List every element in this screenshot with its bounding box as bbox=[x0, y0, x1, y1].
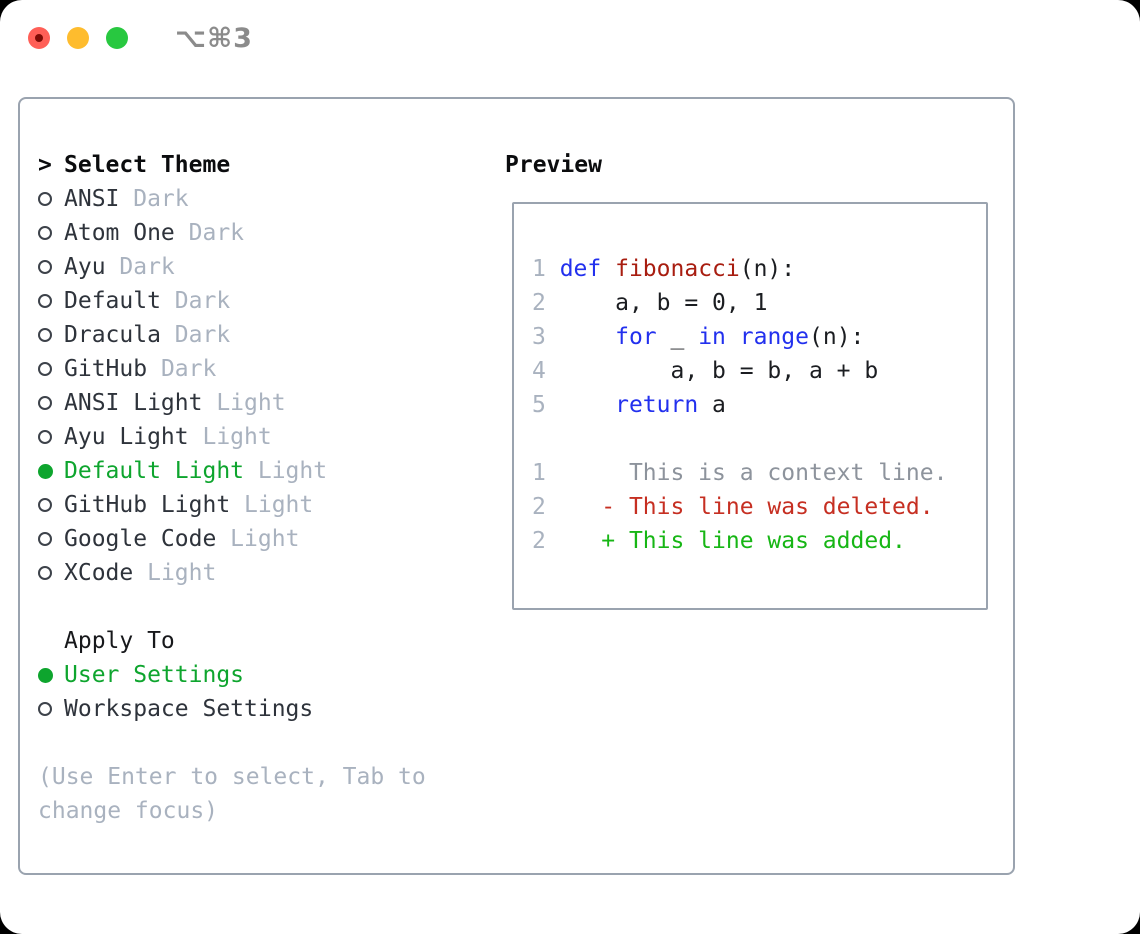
minimize-button[interactable] bbox=[67, 27, 89, 49]
theme-list-item[interactable]: Ayu Dark bbox=[38, 250, 488, 284]
theme-name: Ayu Light bbox=[64, 424, 189, 450]
theme-list-item[interactable]: Ayu Light Light bbox=[38, 420, 488, 454]
apply-to-option[interactable]: Workspace Settings bbox=[38, 692, 488, 726]
titlebar: ⌥⌘3 bbox=[0, 0, 1140, 76]
theme-list-item[interactable]: Dracula Dark bbox=[38, 318, 488, 352]
apply-to-option-label: Workspace Settings bbox=[64, 696, 314, 722]
apply-to-title: Apply To bbox=[64, 628, 175, 654]
preview-title: Preview bbox=[505, 152, 602, 178]
theme-list: ANSI Dark Atom One Dark Ayu Dark Default… bbox=[38, 182, 488, 590]
theme-name: ANSI bbox=[64, 186, 120, 212]
unsaved-dot-icon bbox=[35, 34, 43, 42]
theme-name: Dracula bbox=[64, 322, 161, 348]
theme-variant: Dark bbox=[105, 254, 175, 280]
theme-variant: Light bbox=[244, 458, 328, 484]
theme-list-item[interactable]: Default Light Light bbox=[38, 454, 488, 488]
theme-selector-panel: > Select Theme ANSI Dark Atom One Dark A… bbox=[18, 97, 1015, 875]
theme-list-column: > Select Theme ANSI Dark Atom One Dark A… bbox=[38, 148, 488, 828]
radio-icon bbox=[38, 667, 53, 683]
theme-name: XCode bbox=[64, 560, 134, 586]
theme-variant: Light bbox=[202, 390, 286, 416]
theme-name: GitHub bbox=[64, 356, 148, 382]
theme-name: ANSI Light bbox=[64, 390, 203, 416]
radio-icon bbox=[38, 566, 52, 580]
apply-to-option[interactable]: User Settings bbox=[38, 658, 488, 692]
radio-icon bbox=[38, 226, 52, 240]
zoom-button[interactable] bbox=[106, 27, 128, 49]
close-button[interactable] bbox=[28, 27, 50, 49]
code-line: 5 return a bbox=[532, 392, 726, 418]
help-text: (Use Enter to select, Tab to change focus… bbox=[38, 760, 488, 828]
code-line: 2 a, b = 0, 1 bbox=[532, 290, 768, 316]
radio-icon bbox=[38, 463, 53, 479]
theme-list-item[interactable]: GitHub Light Light bbox=[38, 488, 488, 522]
theme-list-item[interactable]: ANSI Light Light bbox=[38, 386, 488, 420]
preview-code-box: 1 def fibonacci(n): 2 a, b = 0, 1 3 for _ … bbox=[512, 202, 988, 610]
radio-icon bbox=[38, 532, 52, 546]
radio-icon bbox=[38, 498, 52, 512]
radio-icon bbox=[38, 362, 52, 376]
radio-icon bbox=[38, 328, 52, 342]
radio-icon bbox=[38, 430, 52, 444]
theme-name: Ayu bbox=[64, 254, 106, 280]
theme-list-item[interactable]: GitHub Dark bbox=[38, 352, 488, 386]
theme-list-item[interactable]: Atom One Dark bbox=[38, 216, 488, 250]
theme-variant: Light bbox=[133, 560, 217, 586]
select-theme-title: Select Theme bbox=[64, 152, 231, 178]
theme-name: Google Code bbox=[64, 526, 217, 552]
theme-variant: Light bbox=[230, 492, 314, 518]
theme-name: Atom One bbox=[64, 220, 175, 246]
help-text-line: (Use Enter to select, Tab to bbox=[38, 764, 426, 790]
theme-variant: Dark bbox=[147, 356, 217, 382]
theme-variant: Dark bbox=[174, 220, 245, 246]
theme-list-item[interactable]: Google Code Light bbox=[38, 522, 488, 556]
code-line: 1 def fibonacci(n): bbox=[532, 256, 796, 282]
radio-icon bbox=[38, 702, 52, 716]
apply-to-list: User Settings Workspace Settings bbox=[38, 658, 488, 726]
apply-to-option-label: User Settings bbox=[64, 662, 245, 688]
window-title-shortcut: ⌥⌘3 bbox=[175, 22, 253, 54]
theme-variant: Light bbox=[216, 526, 300, 552]
theme-name: GitHub Light bbox=[64, 492, 231, 518]
code-line: 2 + This line was added. bbox=[532, 528, 906, 554]
radio-icon bbox=[38, 396, 52, 410]
theme-variant: Dark bbox=[160, 288, 231, 314]
theme-name: Default Light bbox=[64, 458, 245, 484]
theme-list-item[interactable]: ANSI Dark bbox=[38, 182, 488, 216]
spacer bbox=[38, 726, 488, 760]
theme-variant: Dark bbox=[119, 186, 189, 212]
code-lines: 1 def fibonacci(n): 2 a, b = 0, 1 3 for _ … bbox=[532, 252, 986, 558]
spacer bbox=[38, 590, 488, 624]
theme-list-item[interactable]: XCode Light bbox=[38, 556, 488, 590]
select-theme-header: > Select Theme bbox=[38, 148, 488, 182]
apply-to-header: Apply To bbox=[38, 624, 488, 658]
prompt-caret: > bbox=[38, 152, 52, 178]
theme-variant: Light bbox=[188, 424, 272, 450]
code-line bbox=[532, 422, 986, 456]
theme-list-item[interactable]: Default Dark bbox=[38, 284, 488, 318]
theme-name: Default bbox=[64, 288, 161, 314]
help-text-line: change focus) bbox=[38, 798, 219, 824]
theme-variant: Dark bbox=[160, 322, 231, 348]
radio-icon bbox=[38, 260, 52, 274]
code-line: 4 a, b = b, a + b bbox=[532, 358, 879, 384]
code-line: 2 - This line was deleted. bbox=[532, 494, 934, 520]
radio-icon bbox=[38, 192, 52, 206]
code-line: 1 This is a context line. bbox=[532, 460, 948, 486]
code-line: 3 for _ in range(n): bbox=[532, 324, 865, 350]
radio-icon bbox=[38, 294, 52, 308]
